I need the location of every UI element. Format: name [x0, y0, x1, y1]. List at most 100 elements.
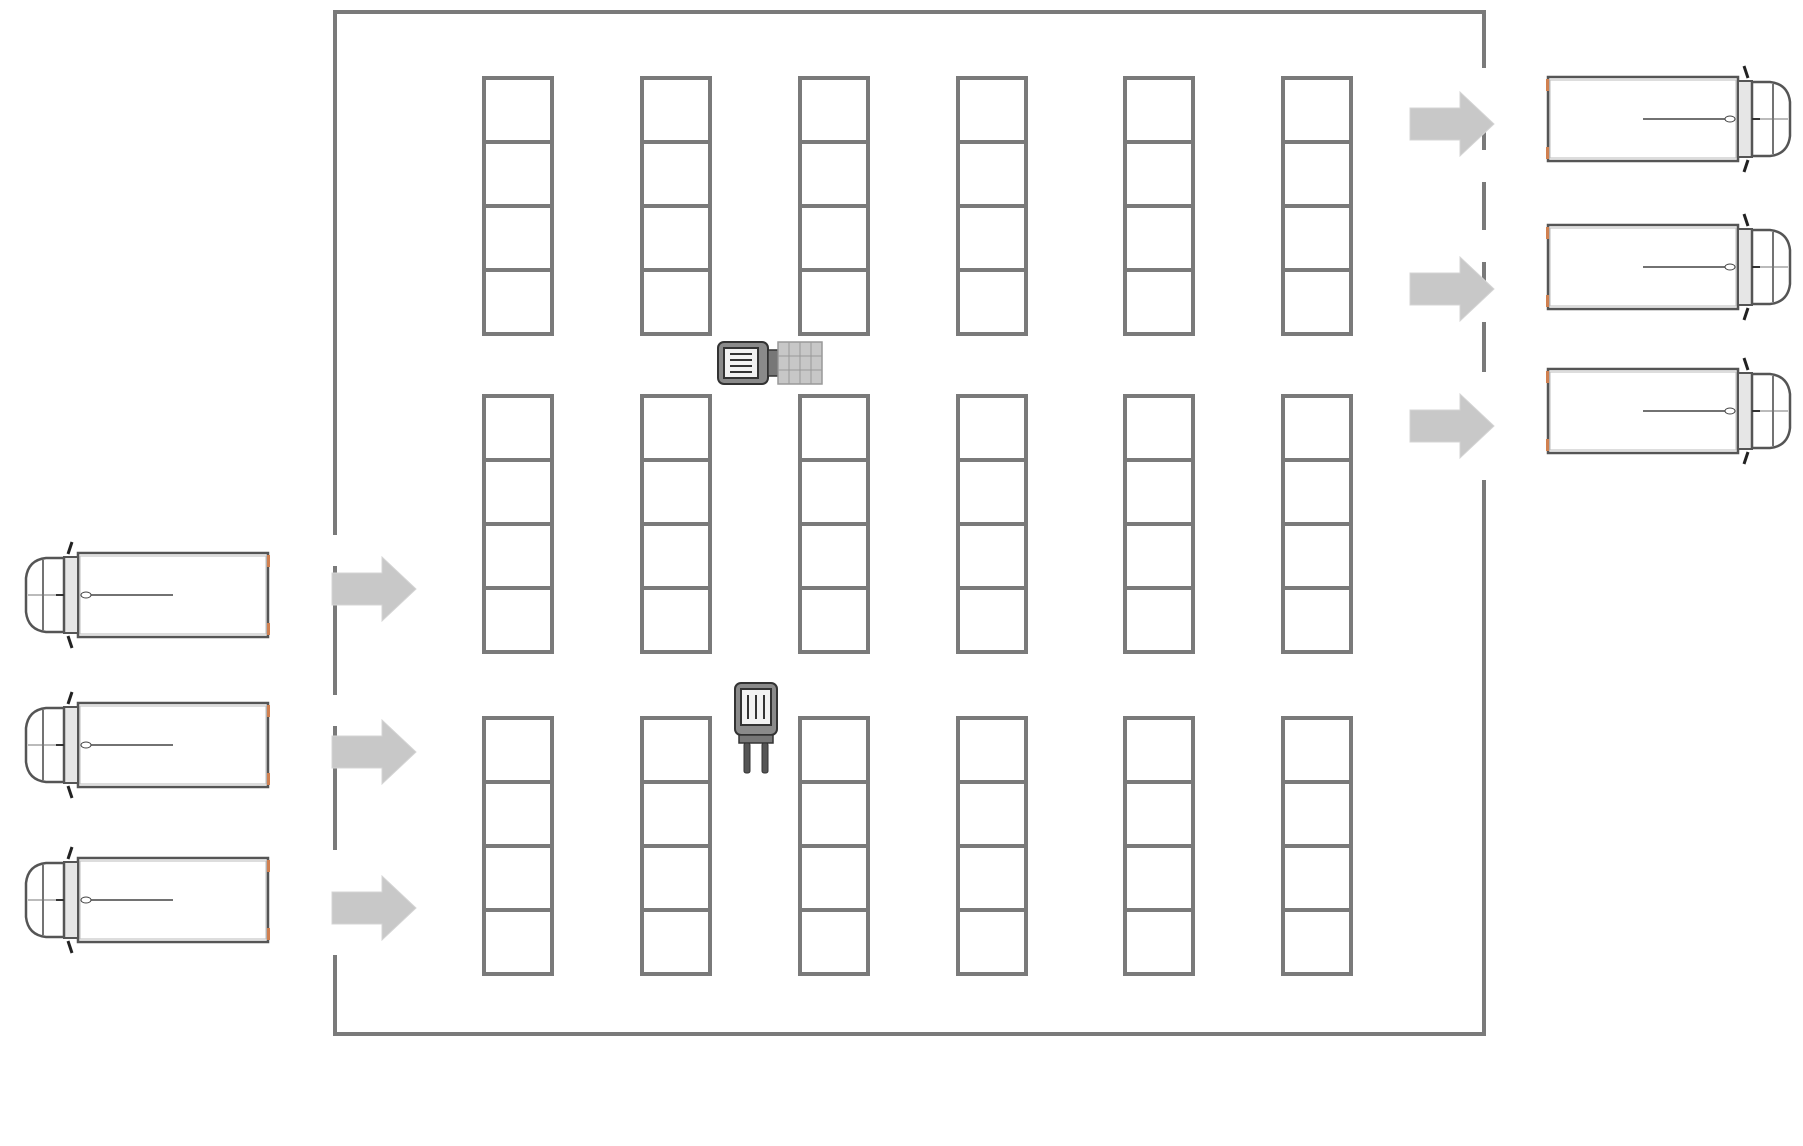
storage-rack	[482, 76, 554, 336]
rack-bay	[1123, 458, 1195, 526]
rack-bay	[1281, 268, 1353, 336]
rack-bay	[1123, 586, 1195, 654]
rack-bay	[1123, 140, 1195, 208]
rack-bay	[956, 780, 1028, 848]
arrow-right-icon	[1409, 256, 1495, 322]
truck-icon	[24, 540, 272, 650]
rack-bay	[482, 268, 554, 336]
storage-rack	[640, 76, 712, 336]
storage-rack	[1123, 716, 1195, 976]
rack-bay	[798, 140, 870, 208]
storage-rack	[798, 394, 870, 654]
storage-rack	[1123, 76, 1195, 336]
rack-bay	[640, 76, 712, 144]
rack-bay	[956, 204, 1028, 272]
storage-rack	[1123, 394, 1195, 654]
storage-rack	[956, 394, 1028, 654]
rack-bay	[798, 204, 870, 272]
rack-bay	[640, 458, 712, 526]
rack-bay	[640, 394, 712, 462]
rack-bay	[482, 140, 554, 208]
storage-rack	[1281, 716, 1353, 976]
rack-bay	[1123, 716, 1195, 784]
arrow-right-icon	[331, 875, 417, 941]
rack-bay	[956, 140, 1028, 208]
rack-bay	[1281, 780, 1353, 848]
rack-bay	[956, 458, 1028, 526]
rack-bay	[482, 204, 554, 272]
rack-bay	[956, 268, 1028, 336]
rack-bay	[956, 522, 1028, 590]
storage-rack	[1281, 394, 1353, 654]
storage-racks	[482, 76, 1353, 976]
rack-bay	[1281, 844, 1353, 912]
flow-arrows	[331, 91, 1495, 941]
rack-bay	[798, 76, 870, 144]
rack-bay	[482, 908, 554, 976]
truck-icon	[1544, 64, 1792, 174]
truck-icon	[24, 845, 272, 955]
wall-segment	[333, 480, 1486, 1036]
rack-bay	[798, 522, 870, 590]
storage-rack	[640, 394, 712, 654]
pallet-load-icon	[777, 341, 823, 385]
rack-bay	[798, 908, 870, 976]
rack-bay	[482, 844, 554, 912]
rack-bay	[1123, 844, 1195, 912]
arrow-right-icon	[1409, 393, 1495, 459]
rack-bay	[798, 586, 870, 654]
rack-bay	[640, 204, 712, 272]
rack-bay	[1123, 394, 1195, 462]
storage-rack	[798, 76, 870, 336]
forklift-icon	[717, 341, 779, 385]
arrow-right-icon	[1409, 91, 1495, 157]
truck-icon	[24, 690, 272, 800]
rack-bay	[640, 780, 712, 848]
storage-rack	[798, 716, 870, 976]
rack-bay	[482, 76, 554, 144]
storage-rack	[956, 76, 1028, 336]
rack-bay	[1281, 716, 1353, 784]
rack-bay	[482, 780, 554, 848]
rack-bay	[640, 522, 712, 590]
rack-bay	[798, 780, 870, 848]
rack-bay	[1123, 908, 1195, 976]
arrow-right-icon	[331, 719, 417, 785]
truck-icon	[1544, 212, 1792, 322]
trucks	[24, 64, 1792, 955]
forklift-vertical	[734, 682, 778, 774]
rack-bay	[1281, 908, 1353, 976]
rack-bay	[482, 586, 554, 654]
storage-rack	[640, 716, 712, 976]
rack-bay	[956, 586, 1028, 654]
rack-bay	[798, 394, 870, 462]
rack-bay	[956, 844, 1028, 912]
wall-segment	[333, 10, 1486, 535]
rack-bay	[640, 268, 712, 336]
rack-bay	[640, 844, 712, 912]
truck-icon	[1544, 356, 1792, 466]
rack-bay	[798, 716, 870, 784]
rack-bay	[1281, 394, 1353, 462]
rack-bay	[956, 716, 1028, 784]
storage-rack	[1281, 76, 1353, 336]
rack-bay	[640, 716, 712, 784]
rack-bay	[1123, 204, 1195, 272]
storage-rack	[482, 394, 554, 654]
rack-bay	[1281, 458, 1353, 526]
rack-bay	[1281, 586, 1353, 654]
storage-rack	[482, 716, 554, 976]
rack-bay	[1281, 140, 1353, 208]
rack-bay	[956, 394, 1028, 462]
rack-bay	[640, 908, 712, 976]
rack-bay	[1123, 268, 1195, 336]
rack-bay	[640, 140, 712, 208]
rack-bay	[956, 76, 1028, 144]
rack-bay	[1123, 76, 1195, 144]
rack-bay	[640, 586, 712, 654]
rack-bay	[798, 268, 870, 336]
rack-bay	[798, 458, 870, 526]
rack-bay	[482, 394, 554, 462]
rack-bay	[482, 716, 554, 784]
